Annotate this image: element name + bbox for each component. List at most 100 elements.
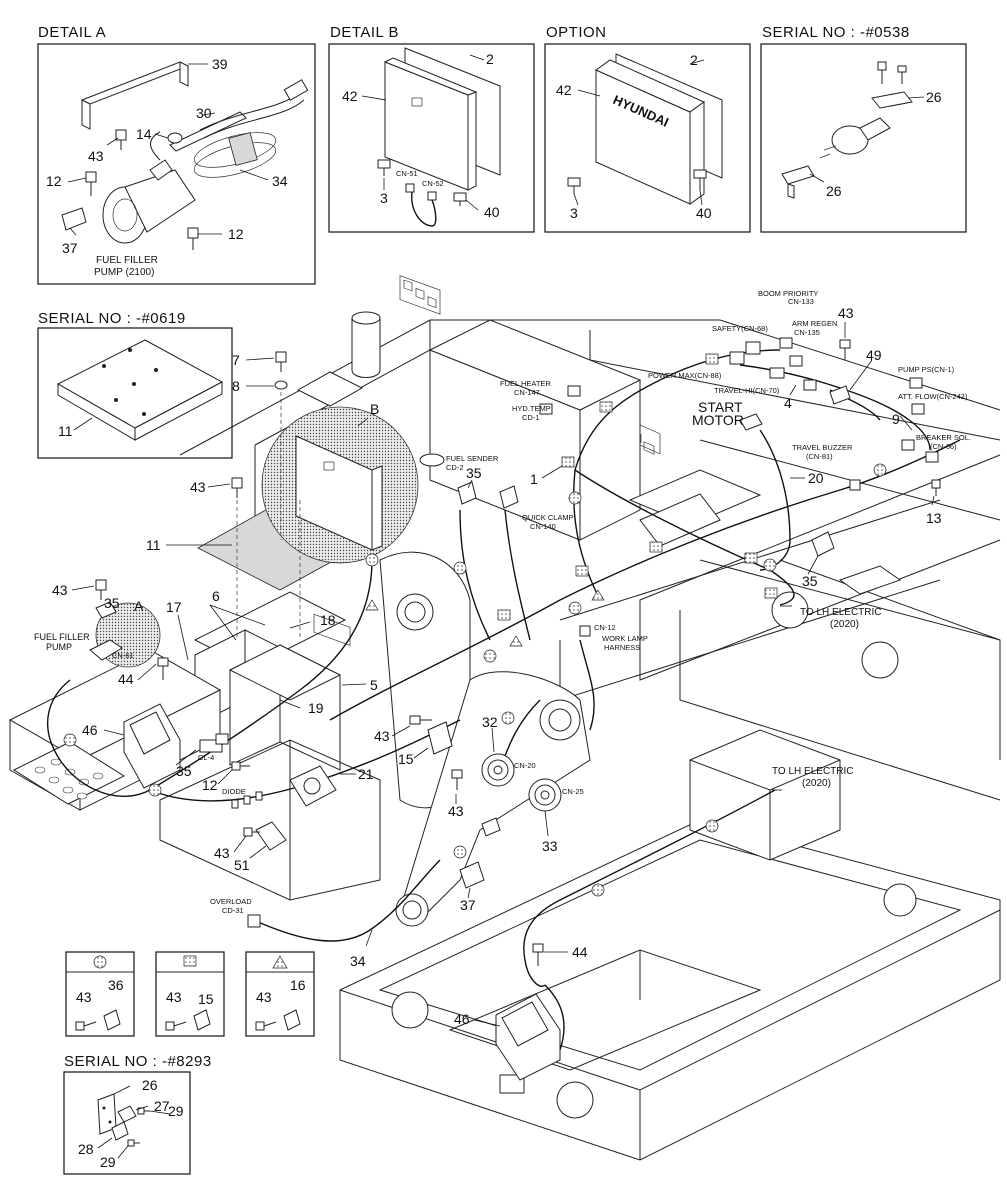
legend-3-callout-16: 16 (290, 977, 306, 993)
callout-44: 44 (118, 671, 134, 687)
callout-34-detail-a: 34 (272, 173, 288, 189)
serial-0538-panel: SERIAL NO : -#0538 26 26 (760, 24, 967, 233)
callout-12-main: 12 (202, 777, 218, 793)
legend-square-symbol (183, 955, 197, 967)
label-cn20: CN-20 (514, 761, 536, 770)
callout-26-top: 26 (926, 89, 942, 105)
bolt-43-upper-right (839, 339, 851, 360)
connector-att-flow (911, 403, 925, 415)
callout-8: 8 (232, 378, 240, 394)
label-power-max: POWER MAX(CN-88) (648, 371, 722, 380)
serial-8293-frame (63, 1071, 191, 1175)
label-travel-hi: TRAVEL-HI(CN-70) (714, 386, 780, 395)
bracket-37 (61, 207, 87, 231)
legend-bolt-2 (165, 1021, 187, 1031)
bolt-7 (275, 351, 287, 372)
diode-group (231, 791, 263, 809)
serial-0538-title: SERIAL NO : -#0538 (762, 24, 910, 41)
option-title: OPTION (546, 24, 607, 41)
connector-overload (247, 914, 261, 928)
label-hyd-temp-2: CD-1 (522, 413, 540, 422)
detail-marker-b: B (370, 401, 379, 417)
bolt-44 (157, 657, 169, 680)
connector-pump-ps (909, 377, 923, 389)
pump-caption-1: FUEL FILLER (96, 255, 158, 266)
detail-a-title: DETAIL A (38, 24, 106, 41)
label-cl4: CL-4 (198, 753, 214, 762)
label-overload-2: CD-31 (222, 906, 244, 915)
callout-39: 39 (212, 56, 228, 72)
bolt-3-b (377, 159, 391, 176)
connector-boom-priority (779, 337, 793, 349)
label-to-lh-2b: (2020) (802, 778, 831, 789)
connector-safety (745, 341, 761, 355)
part-28 (111, 1121, 129, 1141)
label-work-lamp-2: HARNESS (604, 643, 640, 652)
bolt-44-lower (532, 943, 544, 966)
label-work-lamp-1: WORK LAMP (602, 634, 648, 643)
legend-3-callout-43: 43 (256, 989, 272, 1005)
connector-breaker (901, 439, 915, 451)
callout-30: 30 (196, 105, 212, 121)
callout-49: 49 (866, 347, 882, 363)
legend-clamp-15 (193, 1009, 211, 1031)
label-quick-clamp-1: QUICK CLAMP (522, 513, 574, 522)
connector-arm-regen (789, 355, 803, 367)
label-safety: SAFETY(CN-68) (712, 324, 768, 333)
callout-29-bottom-8293: 29 (100, 1154, 116, 1170)
label-cn12: CN-12 (594, 623, 616, 632)
clip-14 (167, 132, 183, 144)
callout-12-bottom: 12 (228, 226, 244, 242)
label-pump-ps: PUMP PS(CN-1) (898, 365, 955, 374)
callout-1: 1 (530, 471, 538, 487)
callout-43-upper: 43 (838, 305, 854, 321)
callout-37-detail-a: 37 (62, 240, 78, 256)
label-fuel-sender-1: FUEL SENDER (446, 454, 499, 463)
label-boom-priority-2: CN-133 (788, 297, 814, 306)
callout-35-tank: 35 (466, 465, 482, 481)
main-components (95, 337, 941, 1081)
label-arm-regen-2: CN-135 (794, 328, 820, 337)
label-fuel-filler-2: PUMP (46, 642, 72, 652)
bolt-0538-b (897, 65, 907, 84)
pump-caption-2: PUMP (2100) (94, 267, 154, 278)
detail-a-panel: DETAIL A (37, 24, 316, 285)
main-callouts: 7 8 43 11 43 35 6 17 18 44 5 46 19 35 12… (52, 305, 942, 1027)
callout-4: 4 (784, 395, 792, 411)
legend-dotted-triangle: 43 16 (245, 951, 315, 1037)
connector-cn12 (579, 625, 591, 637)
callout-35-pump: 35 (104, 595, 120, 611)
clamp-35-tank-b (499, 485, 519, 509)
label-cn52: CN-52 (422, 179, 444, 188)
bolt-43-51 (243, 827, 260, 837)
callout-42-option: 42 (556, 82, 572, 98)
callout-6: 6 (212, 588, 220, 604)
label-start-2: MOTOR (692, 412, 744, 428)
label-cn25: CN-25 (562, 787, 584, 796)
label-fuel-heater-1: FUEL HEATER (500, 379, 551, 388)
bracket-26-top (871, 91, 913, 109)
callout-42-b: 42 (342, 88, 358, 104)
connector-hyd-temp (539, 403, 553, 415)
callout-2-option: 2 (690, 52, 698, 68)
bolt-29-bottom (127, 1139, 140, 1147)
bolt-40-option (693, 169, 707, 190)
clamp-15 (427, 721, 453, 755)
clamp-35-right (811, 531, 835, 557)
callout-26-bottom: 26 (826, 183, 842, 199)
callout-46-lower: 46 (454, 1011, 470, 1027)
callout-26-8293: 26 (142, 1077, 158, 1093)
bolt-0538-a (877, 61, 887, 84)
label-fuel-filler-1: FUEL FILLER (34, 632, 90, 642)
legend-2-callout-43: 43 (166, 989, 182, 1005)
callout-34-main: 34 (350, 953, 366, 969)
callout-35-right: 35 (802, 573, 818, 589)
callout-37-main: 37 (460, 897, 476, 913)
serial-8293-title: SERIAL NO : -#8293 (64, 1053, 212, 1070)
label-breaker-1: BREAKER SOL. (916, 433, 971, 442)
callout-7: 7 (232, 352, 240, 368)
callout-29-top-8293: 29 (168, 1103, 184, 1119)
callout-43-pump: 43 (52, 582, 68, 598)
clamp-35-tank-a (457, 481, 477, 505)
